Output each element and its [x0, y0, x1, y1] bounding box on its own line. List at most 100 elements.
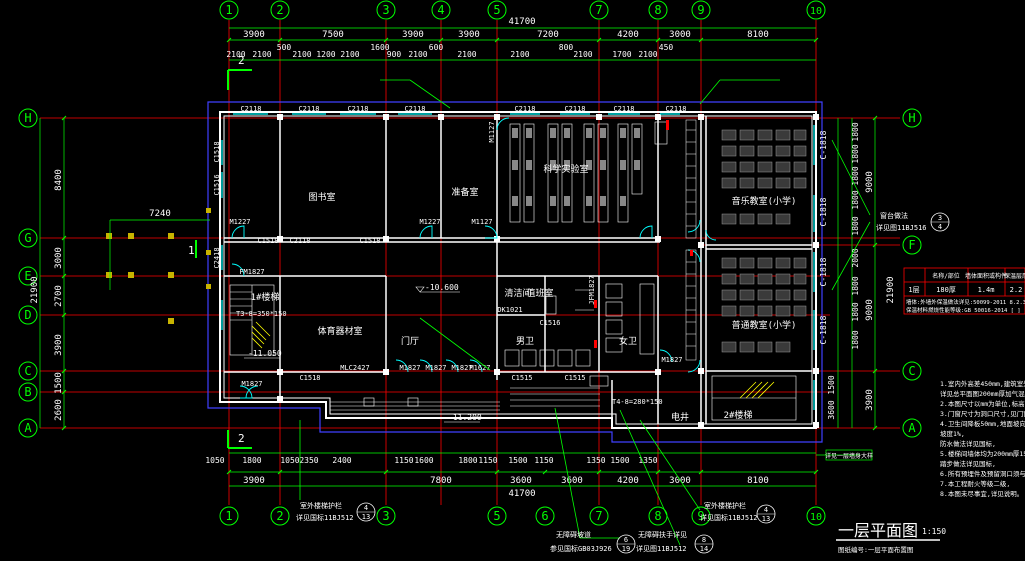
callout-line: 无障碍坡道: [556, 530, 591, 539]
dim-bay: 3900: [54, 334, 64, 356]
dim-bay: 8100: [747, 30, 769, 40]
note-line: 4.卫生间降板50mm,地面坡向地漏: [940, 419, 1025, 428]
annotation-leaders: [299, 79, 871, 546]
axis-bubble: [18, 228, 38, 248]
stair-1: [229, 284, 275, 356]
window-label: C2118: [514, 105, 535, 113]
axis-bubble: [648, 0, 668, 20]
table-cell: 1.4m: [978, 286, 995, 294]
axis-label: H: [908, 111, 915, 125]
dim-bay: 3900: [243, 476, 265, 486]
table-cell: 180厚: [936, 286, 956, 294]
axis-bubble: [18, 266, 38, 286]
axis-label: 10: [810, 512, 822, 523]
axis-bubble: [270, 0, 290, 20]
callout-sill: 窗台做法 详见图11BJ516 3 4: [876, 211, 950, 232]
axis-label: A: [908, 421, 916, 435]
axis-bubble: [270, 506, 290, 526]
dim-sub: 1500: [610, 456, 629, 465]
dim-sub: 1350: [586, 456, 605, 465]
window-label: C1518: [257, 237, 278, 245]
window-label: C2118: [298, 105, 319, 113]
note-line: 8.本图未尽事宜,详见说明。: [940, 489, 1023, 498]
note-line: 7.本工程耐火等级二级,: [940, 479, 1010, 488]
dimension-lines: [39, 27, 876, 487]
axis-bubble: [806, 506, 826, 526]
axis-numbers-bottom: 1 2 3 5 6 7 8 9 10: [225, 509, 822, 523]
level-marks: -10.600 -11.050 -11.200 T3-8=350*150 T4-…: [236, 283, 663, 422]
level-entrance: -11.200: [448, 413, 482, 422]
dim-total-left: 21900: [30, 276, 40, 303]
dim-sub: 450: [659, 43, 674, 52]
note-line: 踏步做法详见国标,: [940, 459, 996, 468]
axis-bubble: [535, 506, 555, 526]
axis-bubble: [487, 0, 507, 20]
door-label: M1227: [229, 218, 250, 226]
dim-sub: 2400: [332, 456, 351, 465]
callout-line: 详见图11BJ512: [636, 544, 687, 553]
callout-line: 详见图11BJ516: [876, 223, 927, 232]
door-label: M1827: [661, 356, 682, 364]
door-labels: M1227 M1227 M1127 M1127 FM1827 M1827 M18…: [229, 121, 682, 388]
svg-text:详见一层墙身大样: 详见一层墙身大样: [825, 452, 873, 460]
axis-label: E: [24, 269, 31, 283]
callout-den: 4: [938, 223, 942, 231]
axis-label: 9: [697, 3, 704, 17]
note-line: 1.室内外高差450mm,建筑室外地坪标高: [940, 379, 1025, 388]
room-prep: 准备室: [451, 186, 478, 198]
dim-sub: 1050: [280, 456, 299, 465]
window-label: C1518: [213, 141, 221, 162]
insulation-outline: [207, 101, 823, 443]
structural-columns: [277, 114, 819, 428]
axis-label: 8: [654, 509, 661, 523]
dim-bay: 9000: [865, 171, 875, 193]
dim-sub: 2100: [292, 50, 311, 59]
axis-bubble: [376, 0, 396, 20]
axis-label: 7: [595, 3, 602, 17]
axis-label: 7: [595, 509, 602, 523]
dim-sub: 2100: [252, 50, 271, 59]
axis-bubbles-bottom: [219, 506, 826, 526]
dim-sub: 2100: [340, 50, 359, 59]
dim-bay: 2600: [54, 399, 64, 421]
restroom-accent: [594, 120, 693, 348]
dim-bay: 4200: [617, 30, 639, 40]
window-label: C2418: [213, 247, 221, 268]
axis-bubble: [376, 506, 396, 526]
callout-handrail: 无障碍扶手详见 详见图11BJ512 8 14: [636, 530, 714, 554]
window-label: C2118: [240, 105, 261, 113]
axis-bubbles-right: [902, 108, 922, 438]
axis-numbers-top: 1 2 3 4 5 7 8 9 10: [225, 3, 822, 17]
dim-total-right: 21900: [886, 276, 896, 303]
dim-sub: 1800: [851, 276, 860, 295]
axis-label: H: [24, 111, 31, 125]
window-label: C2118: [404, 105, 425, 113]
axis-bubbles-left: [18, 108, 38, 438]
door-label: M1227: [419, 218, 440, 226]
dim-bay: 3900: [865, 389, 875, 411]
stair-note: T4-8=280*150: [612, 398, 663, 406]
dim-sub: 1800: [851, 302, 860, 321]
dim-bay: 3600: [510, 476, 532, 486]
table-header: 墙体面积或构件: [965, 272, 1007, 280]
dim-bay: 1500: [54, 372, 64, 394]
callout-den: 14: [700, 545, 708, 553]
axis-label: 2: [276, 509, 283, 523]
outdoor-lines: [109, 219, 210, 290]
level-lines: [244, 286, 480, 423]
callout-den: 13: [362, 513, 370, 521]
axis-label: 4: [437, 3, 444, 17]
section-label: 2: [238, 54, 245, 67]
axis-bubble: [902, 235, 922, 255]
note-line: 3.门窗尺寸为洞口尺寸,见门窗表: [940, 409, 1025, 418]
axis-bubbles-top: [219, 0, 826, 20]
callout-line: 无障碍扶手详见: [638, 530, 687, 539]
axis-label: 1: [225, 3, 232, 17]
outdoor-markers: [106, 208, 211, 324]
callout-den: 13: [762, 515, 770, 523]
dim-sub: 1800: [242, 456, 261, 465]
dim-bay: 3900: [243, 30, 265, 40]
dim-sub: 1600: [414, 456, 433, 465]
axis-label: C: [908, 364, 915, 378]
